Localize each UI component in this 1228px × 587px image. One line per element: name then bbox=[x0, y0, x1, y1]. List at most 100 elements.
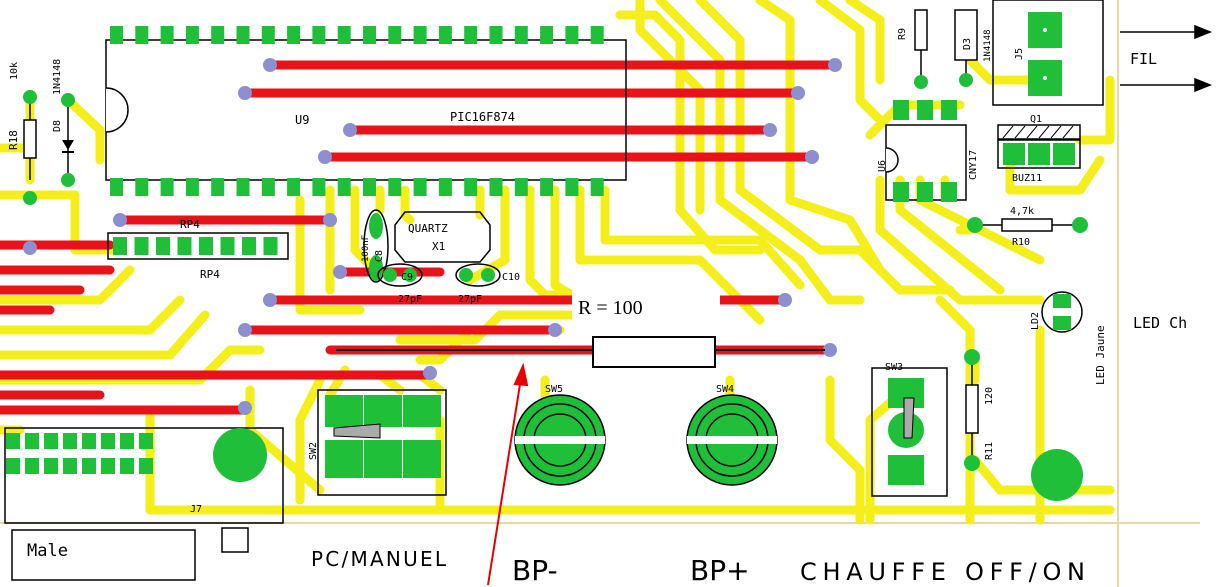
via bbox=[333, 265, 347, 279]
pad bbox=[590, 178, 604, 196]
fil-arrows bbox=[1120, 24, 1213, 93]
pad bbox=[6, 433, 20, 449]
pad bbox=[44, 433, 58, 449]
sw3-label: SW3 bbox=[885, 362, 903, 373]
r11-value: 120 bbox=[984, 387, 995, 405]
d3-value: 1N4148 bbox=[983, 29, 993, 62]
sw3-switch bbox=[871, 367, 948, 497]
pad bbox=[82, 458, 96, 474]
d8-diode bbox=[61, 93, 75, 187]
c8-value: 100nF bbox=[361, 235, 371, 262]
r18-label: R18 bbox=[7, 130, 20, 150]
c10-value: 27pF bbox=[458, 294, 482, 305]
u6-value: CNY17 bbox=[968, 150, 979, 180]
pad bbox=[287, 178, 301, 196]
q1-label: Q1 bbox=[1030, 114, 1042, 125]
j5-connector bbox=[992, 0, 1104, 106]
sw2-label: SW2 bbox=[308, 442, 319, 460]
u9-pic-footprint bbox=[105, 26, 627, 196]
fil-label: FIL bbox=[1130, 50, 1157, 68]
via bbox=[263, 293, 277, 307]
pad bbox=[312, 178, 326, 196]
d3-diode bbox=[954, 9, 978, 87]
via bbox=[238, 401, 252, 415]
pad bbox=[242, 237, 256, 255]
c8-capacitor bbox=[363, 209, 389, 283]
c8-label: C8 bbox=[374, 250, 385, 262]
pad bbox=[185, 178, 199, 196]
bp-minus-label: BP- bbox=[512, 554, 558, 587]
male-box bbox=[11, 529, 196, 581]
mounting-hole bbox=[1031, 449, 1083, 501]
via bbox=[791, 86, 805, 100]
pad bbox=[177, 237, 192, 255]
x1-label: X1 bbox=[432, 240, 445, 253]
pad bbox=[25, 458, 39, 474]
added-resistor bbox=[336, 336, 825, 368]
yellow-traces bbox=[0, 0, 1115, 525]
pad bbox=[514, 178, 528, 196]
pad bbox=[82, 433, 96, 449]
vias bbox=[23, 58, 842, 415]
j5-label: J5 bbox=[1014, 48, 1025, 60]
via bbox=[548, 323, 562, 337]
u9-ref: U9 bbox=[295, 113, 309, 127]
annotation-arrow bbox=[487, 362, 529, 586]
r10-label: R10 bbox=[1012, 237, 1030, 248]
sw4-pushbutton bbox=[686, 394, 778, 486]
c9-label: C9 bbox=[401, 272, 413, 283]
bp-plus-label: BP+ bbox=[690, 554, 750, 587]
pad bbox=[220, 237, 235, 255]
u9-value: PIC16F874 bbox=[450, 110, 515, 124]
sw2-switch bbox=[317, 389, 447, 496]
rp4-top-label: RP4 bbox=[180, 218, 200, 231]
pad bbox=[464, 178, 478, 196]
pad bbox=[261, 178, 275, 196]
pad bbox=[101, 433, 115, 449]
pad bbox=[388, 26, 402, 44]
resistor-label: R = 100 bbox=[578, 297, 643, 319]
pad bbox=[540, 178, 554, 196]
r11-label: R11 bbox=[984, 442, 995, 460]
pad bbox=[236, 26, 250, 44]
pad bbox=[565, 178, 579, 196]
pad bbox=[388, 178, 402, 196]
c10-label: C10 bbox=[502, 272, 520, 283]
pad bbox=[6, 458, 20, 474]
q1-value: BUZ11 bbox=[1012, 173, 1042, 184]
r9-resistor bbox=[914, 9, 928, 89]
pad bbox=[110, 178, 123, 196]
pad bbox=[120, 433, 134, 449]
sw5-label: SW5 bbox=[545, 384, 563, 395]
pad bbox=[120, 458, 134, 474]
via bbox=[23, 241, 37, 255]
pad bbox=[590, 26, 604, 44]
r10-resistor bbox=[967, 217, 1088, 233]
pad bbox=[134, 237, 149, 255]
pad bbox=[160, 26, 174, 44]
pad bbox=[156, 237, 170, 255]
via bbox=[238, 86, 252, 100]
via bbox=[113, 213, 127, 227]
pad bbox=[261, 26, 275, 44]
pad bbox=[413, 26, 427, 44]
pad bbox=[101, 458, 115, 474]
j7-label: J7 bbox=[190, 504, 202, 515]
r9-label: R9 bbox=[897, 28, 908, 40]
male-label: Male bbox=[27, 541, 68, 561]
pad bbox=[44, 458, 58, 474]
via bbox=[263, 58, 277, 72]
d8-value: 1N4148 bbox=[52, 59, 63, 95]
rp4-bottom-label: RP4 bbox=[200, 268, 220, 281]
r18-value: 10k bbox=[9, 62, 20, 80]
led-ch-label: LED Ch bbox=[1133, 314, 1187, 332]
via bbox=[763, 123, 777, 137]
ld2-led bbox=[1041, 291, 1083, 333]
pad bbox=[199, 237, 213, 255]
chauffe-label: CHAUFFE OFF/ON bbox=[800, 558, 1085, 586]
q1-transistor bbox=[997, 124, 1081, 169]
pad bbox=[363, 26, 376, 44]
sw4-label: SW4 bbox=[716, 384, 734, 395]
pad bbox=[236, 178, 250, 196]
d3-label: D3 bbox=[962, 38, 973, 50]
